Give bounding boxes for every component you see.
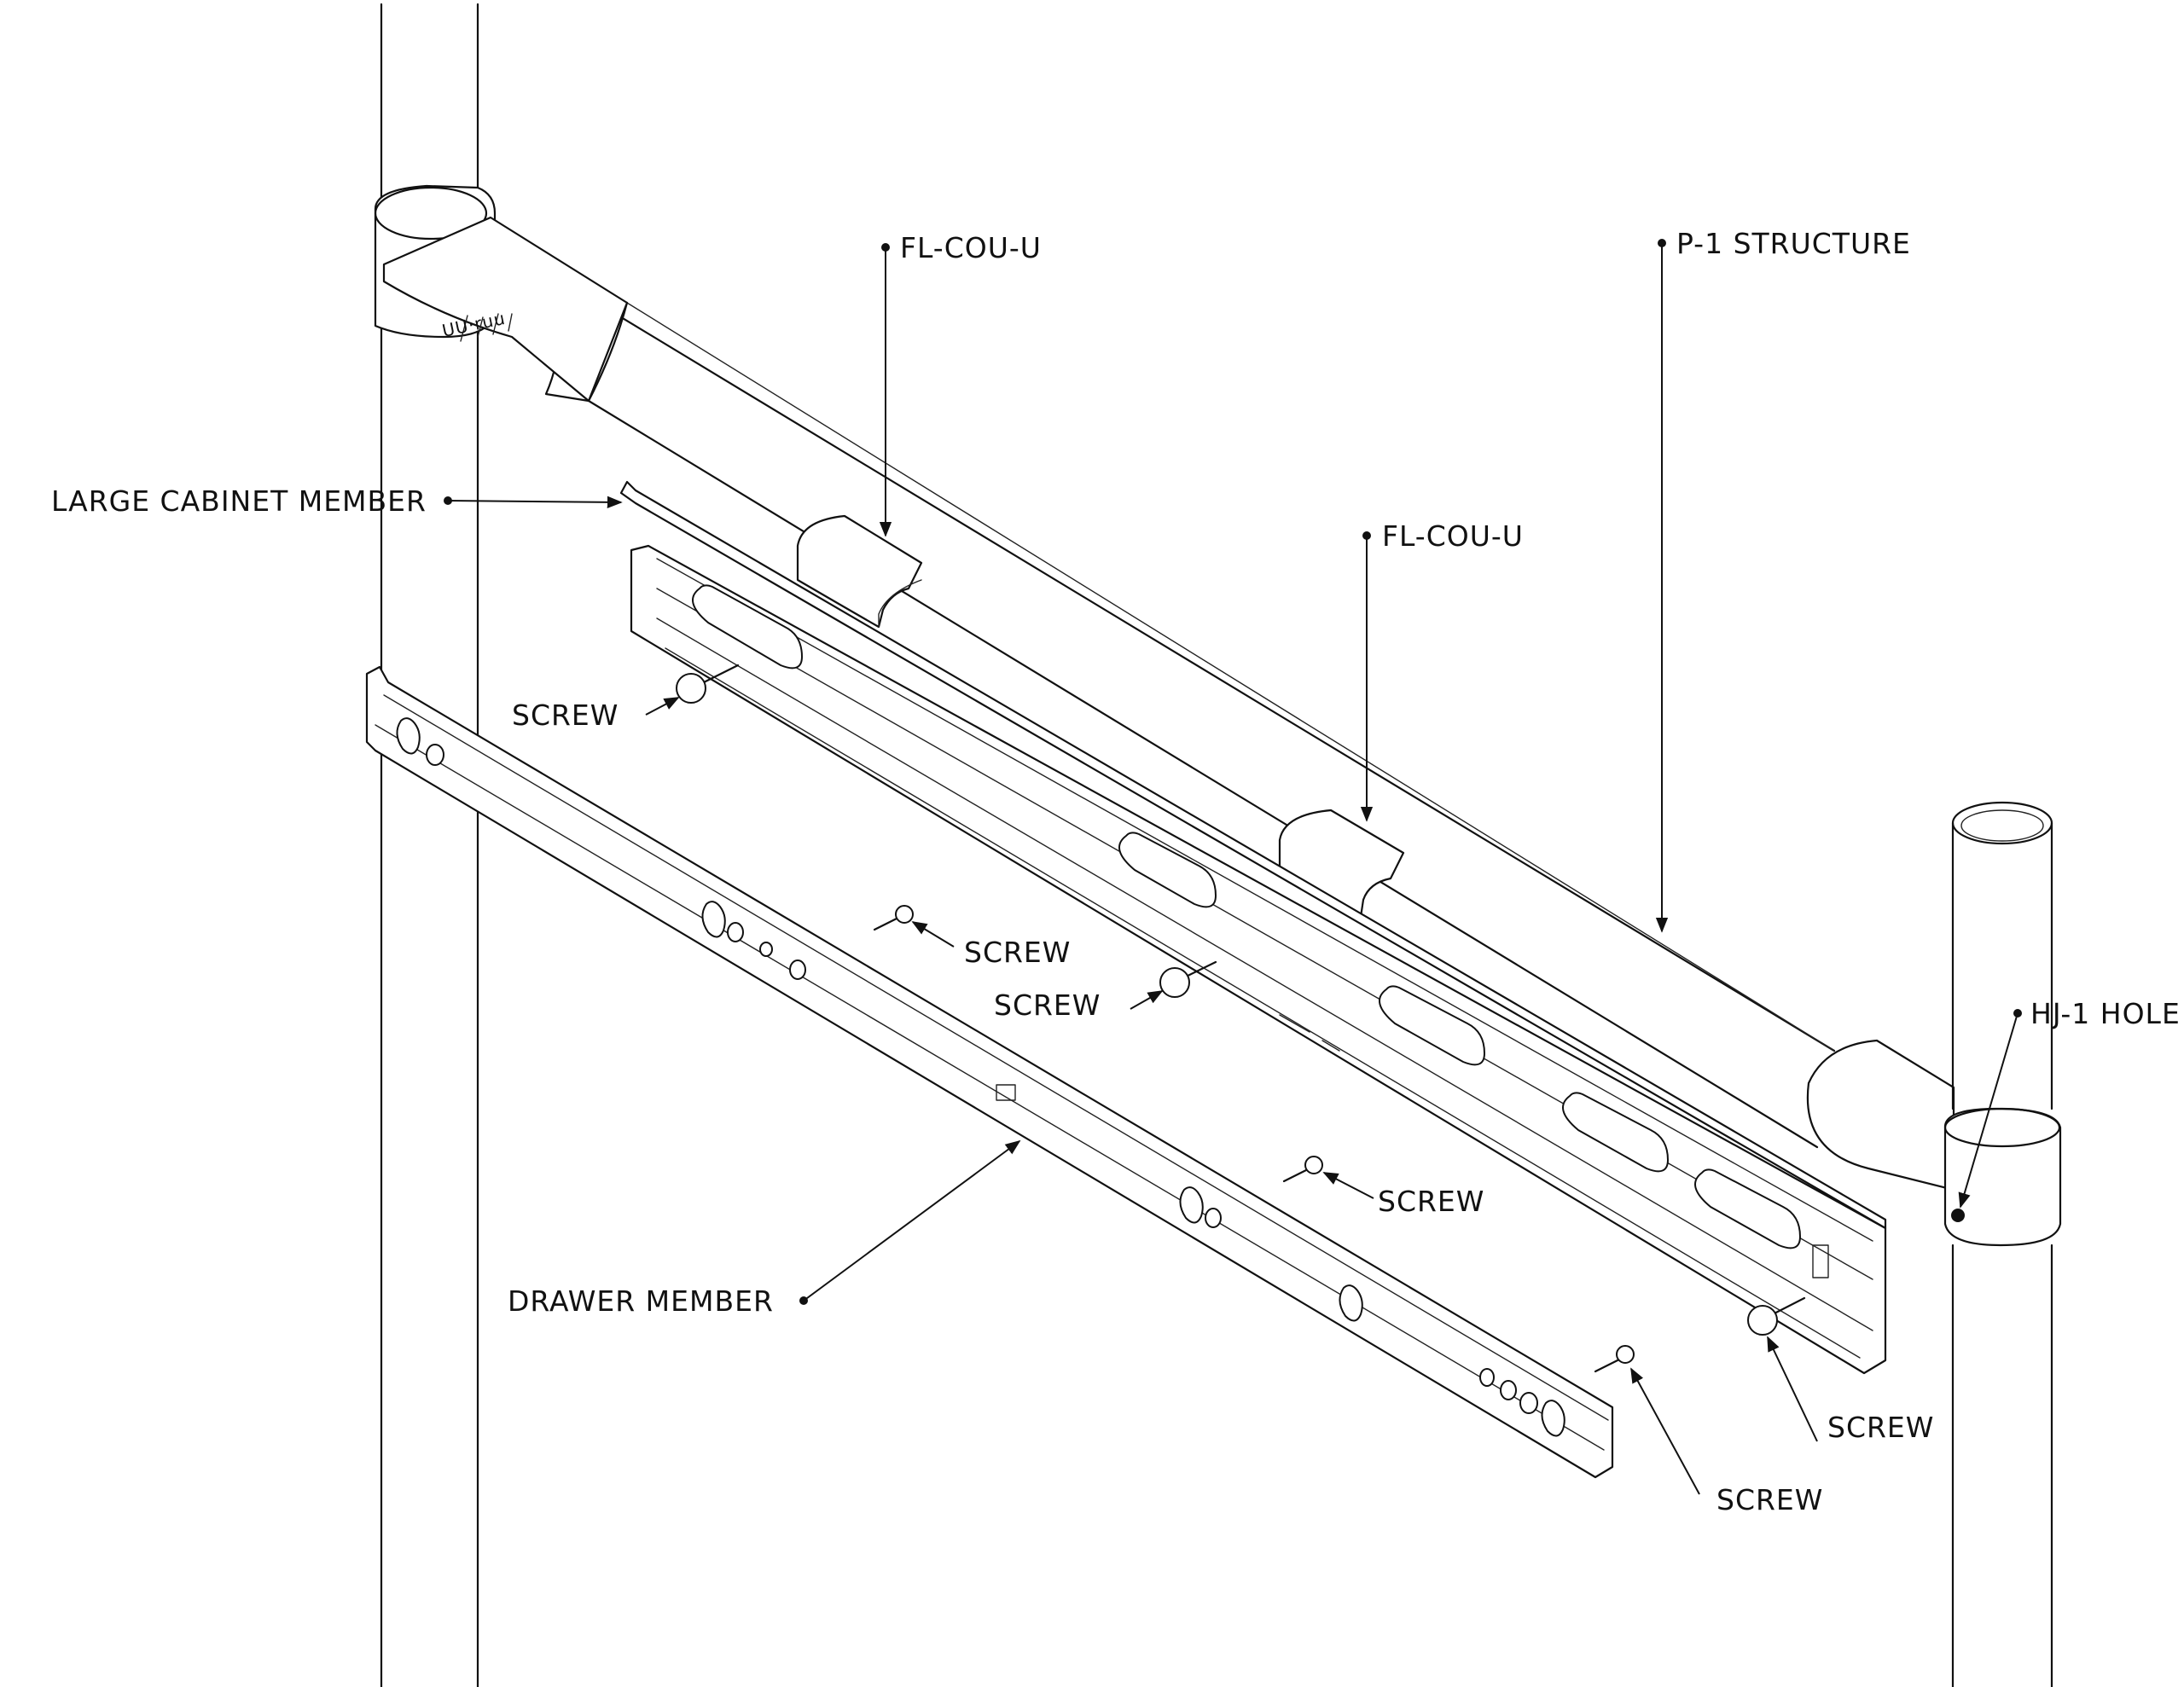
label-large-cabinet-member: LARGE CABINET MEMBER (51, 484, 427, 518)
drawer-member (365, 665, 1614, 1479)
label-screw-6: SCREW (1716, 1483, 1823, 1516)
label-screw-2: SCREW (964, 936, 1071, 969)
left-corner-fitting: UU·ruu (374, 184, 629, 403)
screw-part-1 (676, 664, 740, 704)
label-p1-structure: P-1 STRUCTURE (1676, 227, 1911, 260)
right-vertical-post (1951, 801, 2053, 1687)
label-screw-5: SCREW (1827, 1411, 1934, 1444)
label-screw-4: SCREW (1378, 1185, 1484, 1218)
leader-lines (444, 239, 2022, 1495)
label-screw-3: SCREW (994, 988, 1101, 1022)
right-corner-fitting (1806, 1039, 2062, 1247)
screw-part-3 (1159, 960, 1217, 998)
screw-part-6 (1747, 1296, 1806, 1336)
label-drawer-member: DRAWER MEMBER (508, 1284, 774, 1318)
screw-part-4 (1282, 1156, 1323, 1183)
hj1-hole-marker (1951, 1209, 1965, 1222)
label-fl-cou-u-right: FL-COU-U (1382, 519, 1524, 553)
screw-part-5 (1594, 1345, 1635, 1373)
p1-structure-tube (544, 288, 1836, 1149)
screw-part-2 (873, 905, 914, 931)
label-screw-1: SCREW (512, 699, 619, 732)
fl-cou-u-clip-left (796, 514, 923, 629)
label-hj1-hole: HJ-1 HOLE (2030, 997, 2181, 1030)
label-fl-cou-u-left: FL-COU-U (900, 231, 1042, 264)
fl-cou-u-clip-right (1278, 809, 1405, 919)
large-cabinet-member (619, 480, 1887, 1375)
